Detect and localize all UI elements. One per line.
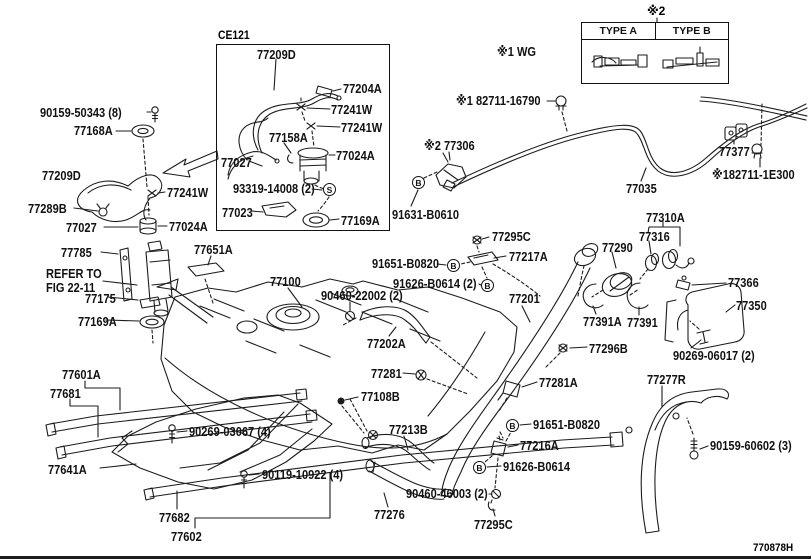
part-label-1-wg: ※1 WG — [497, 44, 536, 59]
part-label-77296b: 77296B — [589, 341, 628, 356]
part-label-77204a: 77204A — [343, 81, 382, 96]
callout-b-circle: B — [447, 259, 460, 272]
part-label-77100: 77100 — [270, 274, 301, 289]
part-label-77681: 77681 — [50, 386, 81, 401]
part-label-77241w: 77241W — [341, 120, 383, 135]
part-label-77027: 77027 — [66, 220, 97, 235]
filler-cap-art — [577, 221, 695, 316]
part-label-77216a: 77216A — [520, 438, 559, 453]
part-label-77682: 77682 — [159, 510, 190, 525]
callout-b-circle: B — [481, 279, 494, 292]
part-label-90119-10922-4: 90119-10922 (4) — [262, 467, 344, 482]
part-label-77601a: 77601A — [62, 367, 101, 382]
callout-b-circle: B — [473, 461, 486, 474]
part-label-77377: 77377 — [719, 144, 750, 159]
inset-title: CE121 — [218, 30, 250, 42]
type-table-art — [591, 17, 720, 69]
part-label-77217a: 77217A — [509, 249, 548, 264]
part-label-90159-50343-8: 90159-50343 (8) — [40, 105, 122, 120]
part-label-77310a: 77310A — [646, 210, 685, 225]
type-table: TYPE A TYPE B — [581, 22, 729, 84]
part-label-77295c: 77295C — [492, 229, 531, 244]
part-label-77277r: 77277R — [647, 372, 686, 387]
part-label-77024a: 77024A — [169, 219, 208, 234]
type-a-header: TYPE A — [582, 23, 656, 39]
part-label-77209d: 77209D — [257, 47, 296, 62]
part-label-77108b: 77108B — [361, 389, 400, 404]
part-label-77350: 77350 — [736, 298, 767, 313]
part-label-77289b: 77289B — [28, 201, 67, 216]
part-label-77785: 77785 — [61, 245, 92, 260]
part-label-77641a: 77641A — [48, 462, 87, 477]
part-label-2-77306: ※2 77306 — [424, 138, 475, 153]
part-label-77169a: 77169A — [78, 314, 117, 329]
part-label-77027: 77027 — [221, 155, 252, 170]
part-label-77281a: 77281A — [539, 375, 578, 390]
part-label-77201: 77201 — [509, 291, 540, 306]
mid-clips-art — [436, 235, 541, 297]
part-label-90460-46003-2: 90460-46003 (2) — [406, 486, 488, 501]
part-label-90269-06017-2: 90269-06017 (2) — [673, 348, 755, 363]
part-label-91651-b0820: 91651-B0820 — [533, 417, 600, 432]
part-label-91631-b0610: 91631-B0610 — [392, 207, 459, 222]
type-b-header: TYPE B — [672, 25, 711, 37]
part-label-1-82711-16790: ※1 82711-16790 — [456, 93, 541, 108]
part-label-77209d: 77209D — [42, 168, 81, 183]
callout-b-circle: B — [412, 176, 425, 189]
part-label-refer-to-fig-22-11: REFER TO FIG 22-11 — [46, 266, 102, 296]
part-label-77281: 77281 — [371, 366, 402, 381]
part-label-77175: 77175 — [85, 291, 116, 306]
part-label-77023: 77023 — [222, 205, 253, 220]
frame-art — [0, 556, 811, 559]
part-label-91626-b0614-2: 91626-B0614 (2) — [393, 276, 477, 291]
part-label-77241w: 77241W — [167, 185, 209, 200]
part-label-77295c: 77295C — [474, 517, 513, 532]
part-label-77602: 77602 — [171, 529, 202, 544]
valve-cluster-art — [484, 423, 532, 517]
diagram-code: 770878H — [753, 542, 794, 554]
type-table-header: TYPE A TYPE B — [582, 23, 728, 40]
part-label-91651-b0820: 91651-B0820 — [372, 256, 439, 271]
fuel-lid-art — [664, 275, 745, 350]
callout-s-circle: S — [323, 183, 336, 196]
part-label-77290: 77290 — [602, 240, 633, 255]
filler-pipe-art — [440, 243, 599, 498]
part-label-91626-b0614: 91626-B0614 — [503, 459, 570, 474]
fuel-tank-art — [160, 255, 518, 454]
callout-b-circle: B — [506, 419, 519, 432]
part-label-77158a: 77158A — [269, 130, 308, 145]
part-label-77651a: 77651A — [194, 242, 233, 257]
part-label-77391: 77391 — [627, 315, 658, 330]
release-cable-art — [410, 95, 808, 207]
part-label-77241w: 77241W — [331, 102, 373, 117]
part-label-77024a: 77024A — [336, 148, 375, 163]
straps-shield-art — [45, 380, 633, 529]
part-label-77202a: 77202A — [367, 336, 406, 351]
type-table-note: ※2 — [647, 4, 666, 18]
part-label-77391a: 77391A — [583, 314, 622, 329]
part-label-93319-14008-2: 93319-14008 (2) — [233, 181, 315, 196]
part-label-77276: 77276 — [374, 507, 405, 522]
part-label-90460-22002-2: 90460-22002 (2) — [321, 288, 403, 303]
part-label-90269-03067-4: 90269-03067 (4) — [189, 424, 271, 439]
protector-art — [640, 385, 730, 534]
part-label-77168a: 77168A — [74, 123, 113, 138]
part-label-77169a: 77169A — [341, 213, 380, 228]
part-label-77366: 77366 — [728, 275, 759, 290]
inset-ce121-box — [216, 44, 390, 231]
left-pump-assembly-art — [73, 106, 219, 344]
part-label-90159-60602-3: 90159-60602 (3) — [710, 438, 792, 453]
part-label-77316: 77316 — [639, 229, 670, 244]
part-label-77035: 77035 — [626, 181, 657, 196]
part-label-182711-1e300: ※182711-1E300 — [712, 167, 795, 182]
part-label-77213b: 77213B — [389, 422, 428, 437]
